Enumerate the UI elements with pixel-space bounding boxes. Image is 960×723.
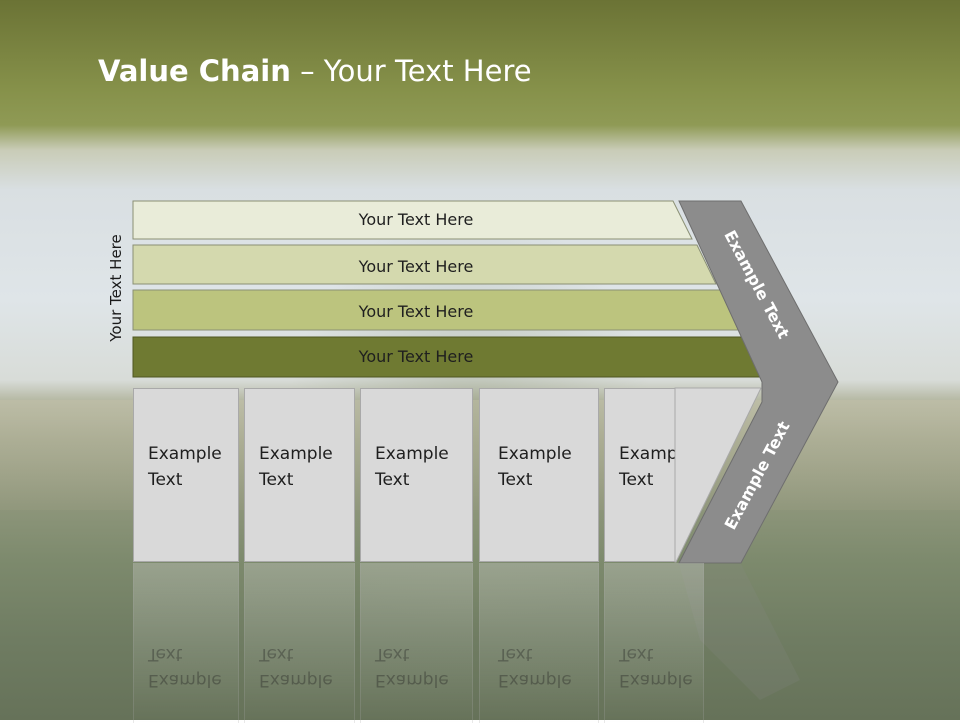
box-2-reflection: Example Text [244, 563, 355, 723]
box-1-reflection-line2: Text [148, 644, 183, 664]
box-4-line1: Example [498, 444, 572, 464]
box-4-reflection-line2: Text [498, 644, 533, 664]
box-1-line1: Example [148, 444, 222, 464]
box-2-reflection-line2: Text [259, 644, 294, 664]
box-3-reflection-line1: Example [375, 670, 449, 690]
box-5-reflection-line2: Text [619, 644, 654, 664]
bar-1-label: Your Text Here [358, 210, 474, 229]
box-3-reflection: Example Text [360, 563, 473, 723]
box-1-line2: Text [148, 470, 183, 490]
box-4-line2: Text [498, 470, 533, 490]
bar-2 [132, 244, 717, 285]
box-2-reflection-line1: Example [259, 670, 333, 690]
box-1-reflection: Example Text [133, 563, 239, 723]
box-5-reflection: Example Text [604, 563, 704, 723]
box-4-reflection-line1: Example [498, 670, 572, 690]
box-5-line1: Example [619, 444, 693, 464]
box-3-line1: Example [375, 444, 449, 464]
box-3-reflection-line2: Text [375, 644, 410, 664]
box-1-reflection-line1: Example [148, 670, 222, 690]
chevron-arrow [678, 200, 839, 564]
bar-4-label: Your Text Here [358, 347, 474, 366]
slide-title: Value Chain – Your Text Here [98, 54, 532, 88]
box-2-line2: Text [259, 470, 294, 490]
bar-2-label: Your Text Here [358, 257, 474, 276]
bar-3-label: Your Text Here [358, 302, 474, 321]
bar-1 [132, 200, 693, 240]
box-3-line2: Text [375, 470, 410, 490]
chevron-reflection [679, 564, 800, 700]
title-rest: – Your Text Here [290, 54, 532, 88]
box-5-reflection-line1: Example [619, 670, 693, 690]
box-5-line2: Text [619, 470, 654, 490]
box-4-reflection: Example Text [479, 563, 599, 723]
title-bold: Value Chain [98, 54, 291, 88]
box-2-line1: Example [259, 444, 333, 464]
